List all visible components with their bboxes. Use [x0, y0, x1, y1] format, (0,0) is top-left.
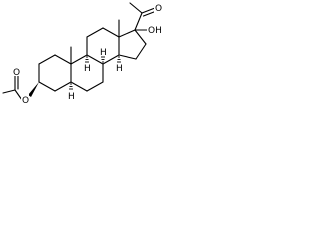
bond-b2 — [86, 54, 104, 65]
bond-b4 — [86, 81, 104, 92]
atom-h-c9: H — [84, 64, 91, 74]
stereo-h-c8 — [101, 56, 105, 63]
ring-c — [86, 27, 120, 65]
acetate-group — [2, 75, 39, 101]
bond-c17-c20 — [134, 12, 143, 31]
atom-hydroxyl: OH — [148, 26, 162, 36]
stereo-h-c9 — [85, 56, 89, 63]
bond-d1 — [118, 29, 136, 38]
ring-d — [118, 29, 147, 60]
atom-acetyl-oxygen: O — [155, 4, 162, 14]
methyl-groups — [70, 19, 120, 65]
bond-c3 — [102, 27, 120, 38]
atom-ester-oxygen: O — [22, 96, 29, 106]
bond-a2 — [54, 54, 72, 65]
bond-a1 — [38, 54, 56, 65]
atom-h-c8: H — [100, 48, 107, 58]
bond-b5 — [70, 81, 88, 92]
ring-a — [38, 54, 72, 92]
bond-d2 — [134, 29, 147, 45]
atom-h-c5: H — [68, 92, 75, 102]
bond-c20-o-1 — [141, 7, 156, 14]
acetyl-group — [129, 2, 158, 31]
stereo-h-c5 — [69, 83, 73, 90]
bond-b1 — [70, 54, 88, 65]
bond-a4 — [54, 81, 72, 92]
bond-d4 — [118, 54, 137, 60]
bond-c2 — [86, 27, 104, 38]
atom-h-c14: H — [116, 64, 123, 74]
structure-diagram: O OH O O H H H H — [2, 2, 163, 106]
bond-c-ch3 — [2, 89, 16, 94]
bond-c20-c21 — [129, 2, 143, 14]
bond-a5 — [38, 81, 56, 92]
atom-ester-carbonyl-oxygen: O — [13, 68, 20, 78]
bond-c3-o-wedge — [28, 82, 39, 97]
stereo-h-c14 — [117, 56, 121, 63]
ring-b — [70, 54, 104, 92]
bond-c5 — [102, 54, 120, 65]
bond-o-c-ester — [14, 89, 23, 101]
bond-d3 — [135, 43, 147, 60]
